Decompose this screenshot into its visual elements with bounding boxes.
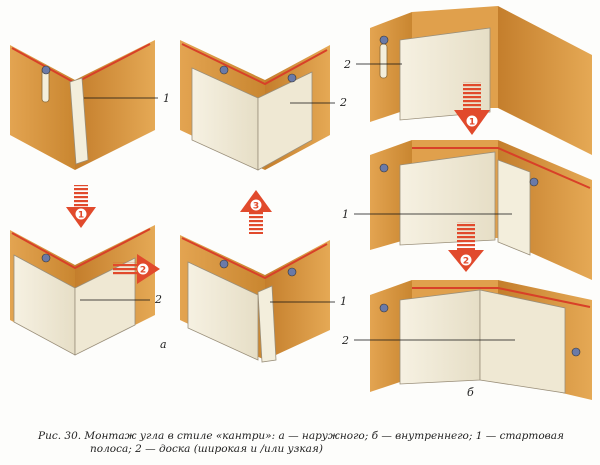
arrow-step-1: 1 — [66, 185, 96, 228]
step-3-number: 3 — [253, 202, 259, 212]
step-2-number: 2 — [140, 266, 146, 276]
label-2-e: 2 — [343, 58, 351, 71]
label-2-c: 2 — [154, 293, 162, 306]
outer-corner-step-4: 2 — [180, 40, 347, 171]
label-2-b: 2 — [339, 96, 347, 109]
arrow-r2: 2 — [448, 222, 484, 272]
arrow-r1: 1 — [454, 82, 490, 135]
outer-corner-step-1: 1 — [10, 40, 170, 170]
step-r2-number: 2 — [463, 257, 469, 267]
arrow-step-2: 2 — [113, 254, 160, 284]
label-1-a: 1 — [163, 92, 170, 105]
caption-line-2: полоса; 2 — доска (широкая и /или узкая) — [90, 443, 323, 455]
label-b: б — [467, 386, 474, 399]
label-1-f: 1 — [342, 208, 349, 221]
step-r1-number: 1 — [469, 118, 475, 128]
inner-corner-step-3: 2 б — [341, 280, 592, 400]
outer-corner-step-3: 1 а — [160, 235, 347, 363]
figure-caption: Рис. 30. Монтаж угла в стиле «кантри»: а… — [38, 430, 598, 456]
label-a: а — [160, 338, 167, 351]
label-2-g: 2 — [341, 334, 349, 347]
caption-line-1: Рис. 30. Монтаж угла в стиле «кантри»: а… — [38, 430, 564, 442]
arrow-step-3: 3 — [240, 190, 272, 234]
outer-corner-step-2: 2 — [10, 225, 162, 356]
inner-corner-step-1: 2 — [343, 6, 592, 155]
step-1-number: 1 — [78, 211, 84, 221]
label-1-d: 1 — [340, 295, 347, 308]
inner-corner-step-2: 1 — [342, 140, 592, 280]
